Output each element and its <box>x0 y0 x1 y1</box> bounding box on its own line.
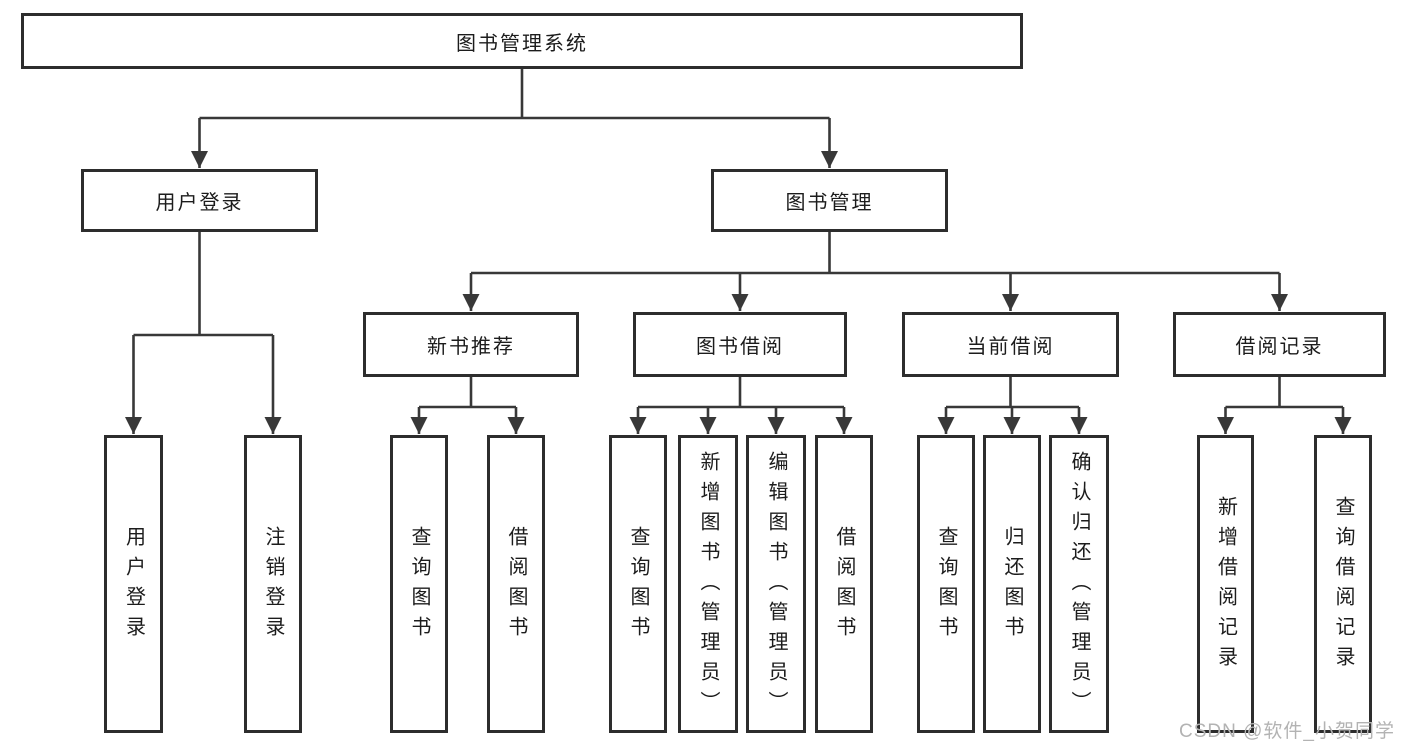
connector-newbooks-to-leaves <box>410 377 525 434</box>
leaf-borrow-book-2: 借阅图书 <box>815 435 873 733</box>
connector-bookmgmt-to-level2 <box>462 232 1288 311</box>
node-current-borrow: 当前借阅 <box>902 312 1119 377</box>
node-label: 图书管理 <box>785 192 874 214</box>
node-label: 借阅记录 <box>1235 336 1324 358</box>
leaf-label: 用户登录 <box>122 526 145 646</box>
connector-root-to-level1 <box>191 69 838 168</box>
leaf-label: 新增借阅记录 <box>1214 496 1237 676</box>
leaf-label: 归还图书 <box>1001 526 1023 646</box>
node-label: 当前借阅 <box>966 336 1055 358</box>
node-new-book-recommend: 新书推荐 <box>363 312 579 377</box>
csdn-watermark: CSDN @软件_小贺同学 <box>1179 721 1395 742</box>
node-user-login: 用户登录 <box>81 169 318 232</box>
leaf-confirm-return-admin: 确认归还（管理员） <box>1049 435 1109 733</box>
leaf-query-borrow-record: 查询借阅记录 <box>1314 435 1372 733</box>
node-label: 新书推荐 <box>427 336 515 358</box>
leaf-add-borrow-record: 新增借阅记录 <box>1197 435 1254 733</box>
leaf-edit-book-admin: 编辑图书（管理员） <box>746 435 806 733</box>
connector-bookborrow-to-leaves <box>629 377 853 434</box>
node-label: 用户登录 <box>155 192 244 214</box>
leaf-return-book: 归还图书 <box>983 435 1041 733</box>
node-book-management: 图书管理 <box>711 169 948 232</box>
leaf-logout: 注销登录 <box>244 435 302 733</box>
leaf-label: 查询图书 <box>627 526 649 646</box>
leaf-label: 注销登录 <box>262 526 284 646</box>
leaf-label: 查询图书 <box>935 526 957 646</box>
leaf-label: 确认归还（管理员） <box>1068 451 1090 721</box>
leaf-borrow-book-1: 借阅图书 <box>487 435 545 733</box>
leaf-query-book-1: 查询图书 <box>390 435 448 733</box>
node-book-borrow: 图书借阅 <box>633 312 847 377</box>
leaf-label: 查询图书 <box>408 526 430 646</box>
leaf-label: 新增图书（管理员） <box>697 451 719 721</box>
leaf-label: 借阅图书 <box>833 526 855 646</box>
node-label: 图书管理系统 <box>456 32 588 55</box>
node-label: 图书借阅 <box>696 336 784 358</box>
node-borrow-record: 借阅记录 <box>1173 312 1386 377</box>
leaf-label: 查询借阅记录 <box>1332 496 1354 676</box>
leaf-label: 借阅图书 <box>505 526 527 646</box>
node-library-system: 图书管理系统 <box>21 13 1023 69</box>
connector-currentborrow-to-leaves <box>937 377 1088 434</box>
leaf-user-login: 用户登录 <box>104 435 163 733</box>
connector-userlogin-to-leaves <box>125 232 282 434</box>
connector-borrowrecords-to-leaves <box>1217 377 1352 434</box>
leaf-add-book-admin: 新增图书（管理员） <box>678 435 738 733</box>
leaf-query-book-2: 查询图书 <box>609 435 667 733</box>
leaf-query-book-3: 查询图书 <box>917 435 975 733</box>
leaf-label: 编辑图书（管理员） <box>765 451 787 721</box>
